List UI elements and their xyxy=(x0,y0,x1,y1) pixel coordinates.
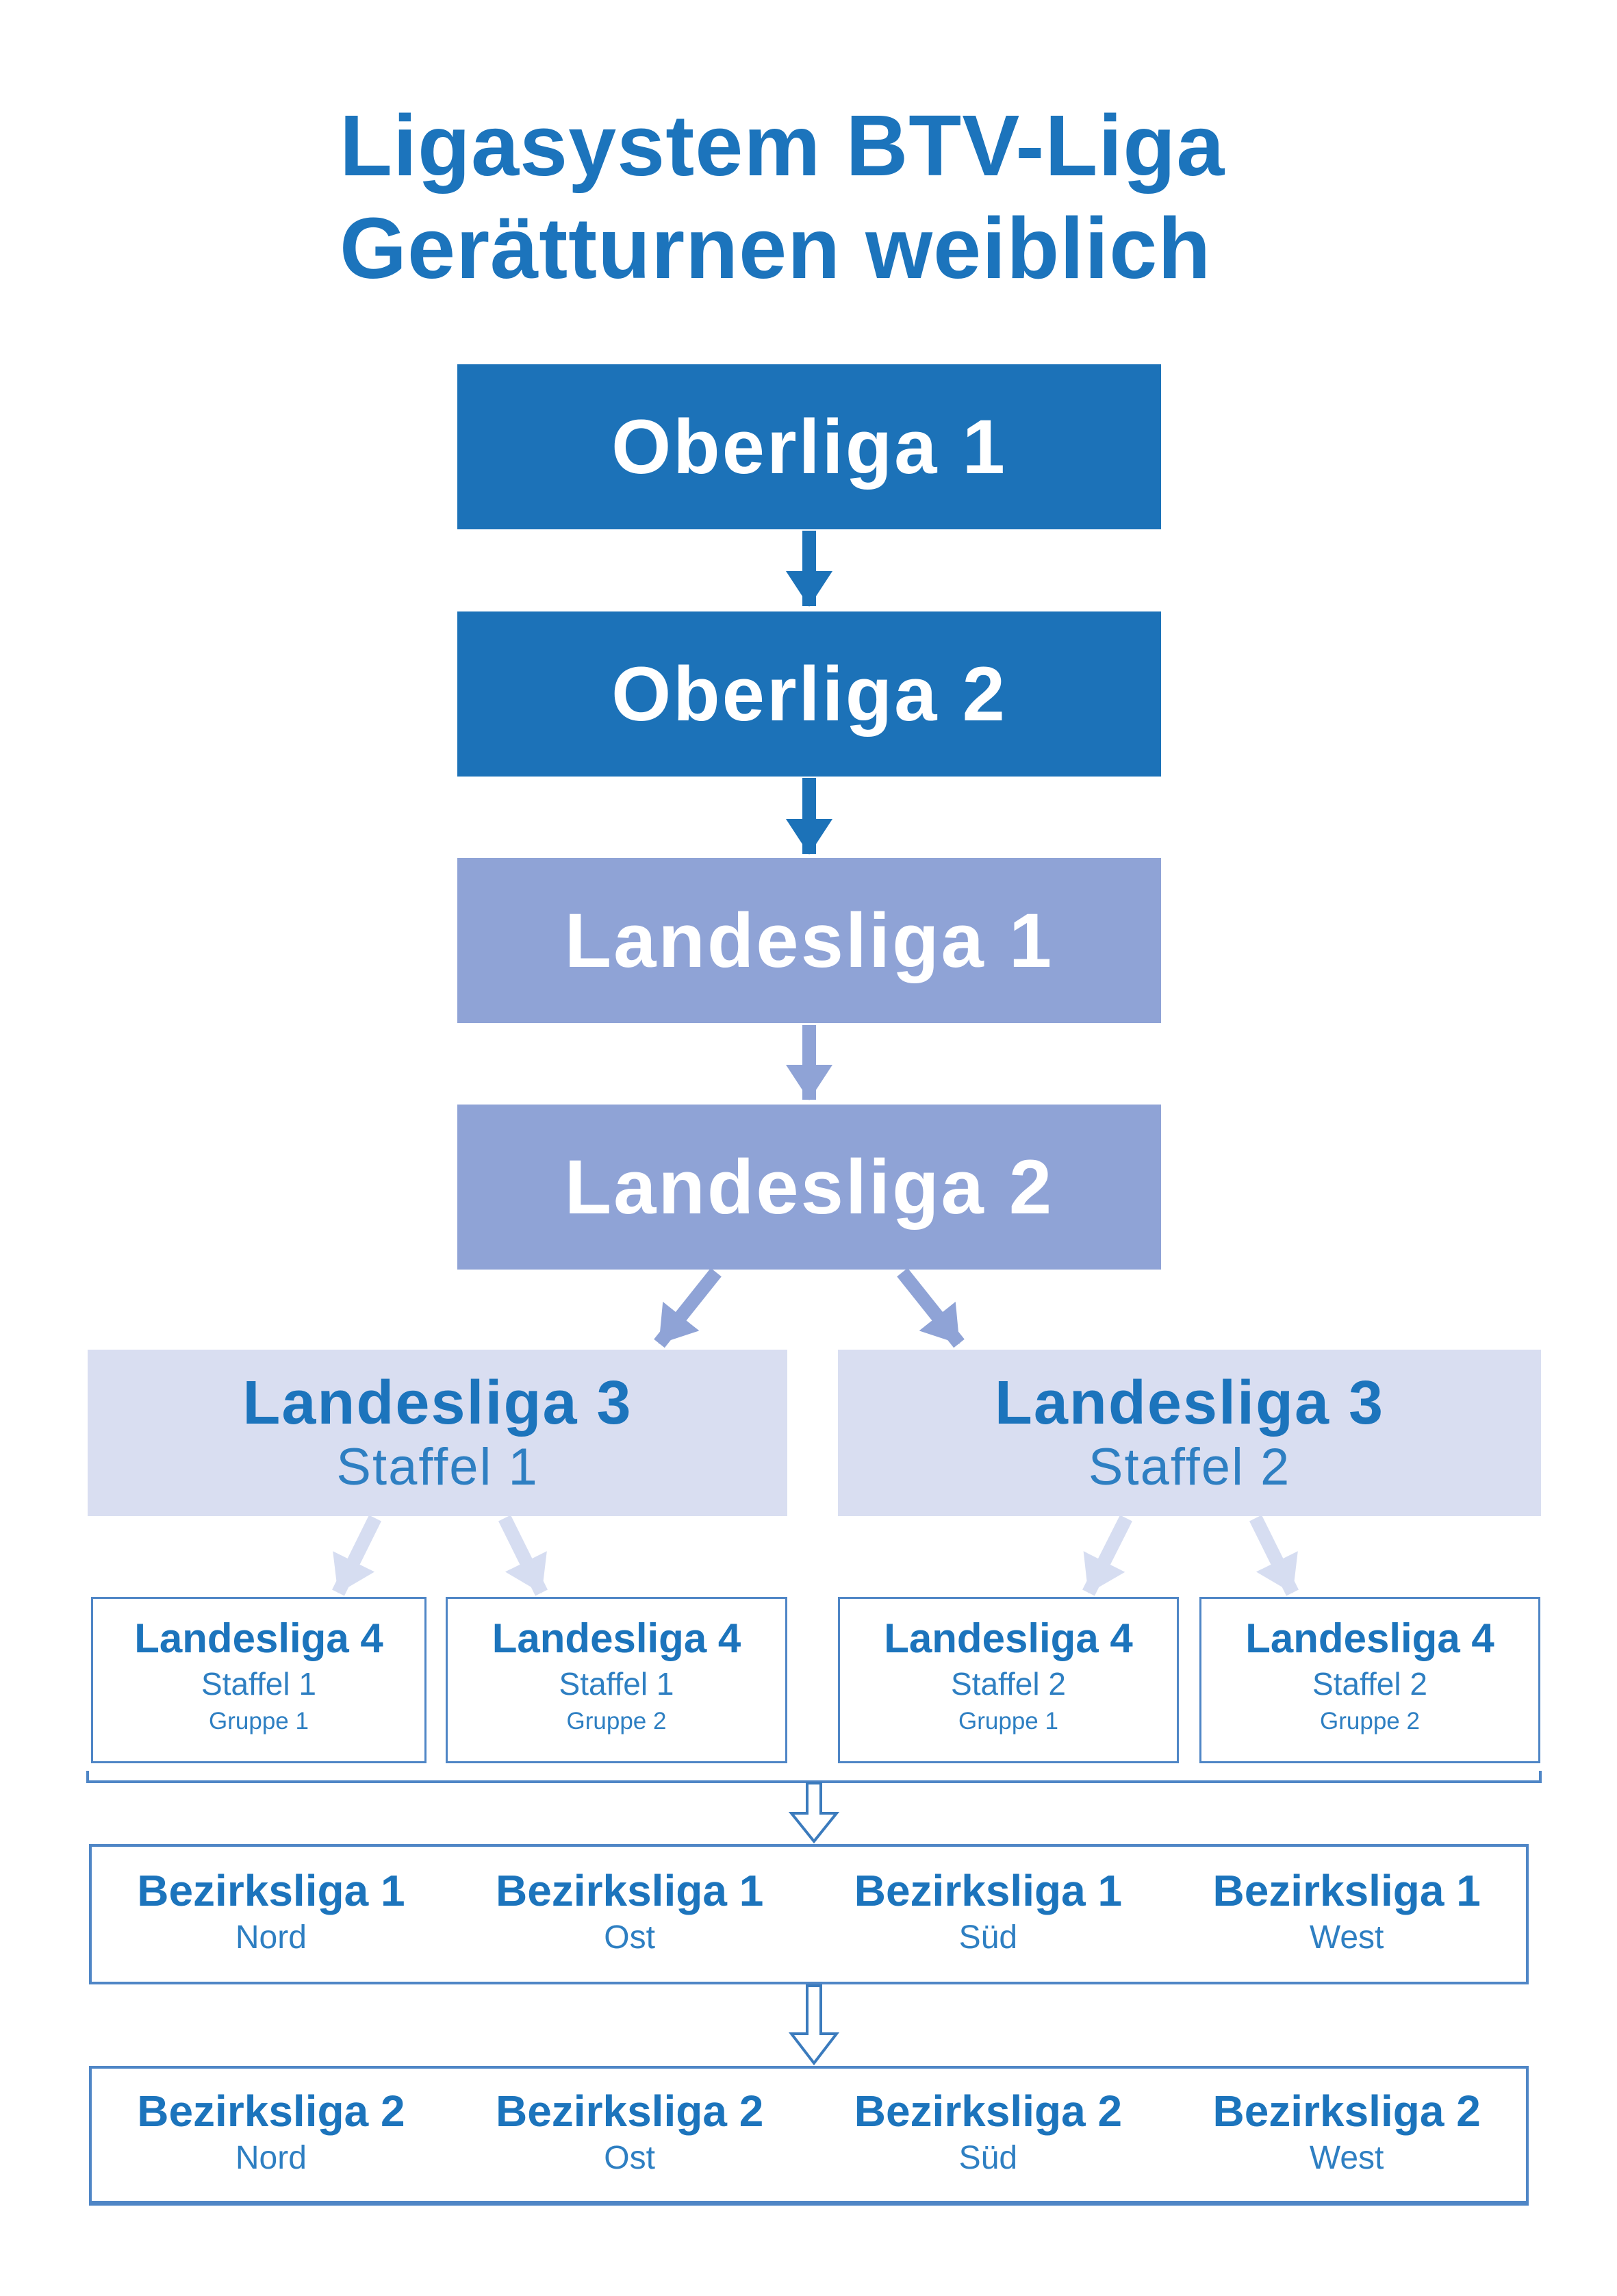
box-landesliga-3-staffel-2-subtitle: Staffel 2 xyxy=(1088,1437,1291,1496)
box-landesliga-4-s1-g1-gruppe: Gruppe 1 xyxy=(209,1708,309,1735)
page-title-line2: Gerätturnen weiblich xyxy=(340,200,1212,297)
arrow-landesliga2-to-landesliga3-staffel1 xyxy=(654,1267,722,1348)
hollow-arrow-to-bezirksliga2 xyxy=(788,1984,840,2066)
box-landesliga-4-s1-g2-title: Landesliga 4 xyxy=(492,1615,741,1662)
bezirksliga-1-sued: Bezirksliga 1 Süd xyxy=(809,1847,1168,1982)
bezirksliga-2-ost-title: Bezirksliga 2 xyxy=(495,2086,764,2136)
bezirksliga-2-nord-title: Bezirksliga 2 xyxy=(137,2086,405,2136)
bezirksliga-2-west: Bezirksliga 2 West xyxy=(1167,2069,1526,2201)
box-landesliga-3-staffel-2: Landesliga 3 Staffel 2 xyxy=(838,1350,1541,1516)
box-landesliga-4-s2-g1: Landesliga 4 Staffel 2 Gruppe 1 xyxy=(838,1597,1179,1763)
box-landesliga-4-s2-g2: Landesliga 4 Staffel 2 Gruppe 2 xyxy=(1199,1597,1540,1763)
bezirksliga-2-nord: Bezirksliga 2 Nord xyxy=(92,2069,450,2201)
page-title-line1: Ligasystem BTV-Liga xyxy=(340,97,1225,194)
arrow-landesliga2-to-landesliga3-staffel2 xyxy=(897,1267,965,1348)
box-landesliga-4-s2-g2-gruppe: Gruppe 2 xyxy=(1320,1708,1420,1735)
box-landesliga-4-s2-g1-gruppe: Gruppe 1 xyxy=(958,1708,1058,1735)
box-landesliga-3-staffel-1: Landesliga 3 Staffel 1 xyxy=(88,1350,787,1516)
box-landesliga-4-s2-g2-title: Landesliga 4 xyxy=(1245,1615,1494,1662)
bezirksliga-1-nord: Bezirksliga 1 Nord xyxy=(92,1847,450,1982)
box-landesliga-2: Landesliga 2 xyxy=(457,1105,1161,1270)
bezirksliga-2-sued: Bezirksliga 2 Süd xyxy=(809,2069,1168,2201)
box-landesliga-2-label: Landesliga 2 xyxy=(564,1144,1054,1230)
bezirksliga-1-nord-title: Bezirksliga 1 xyxy=(137,1866,405,1916)
box-landesliga-1: Landesliga 1 xyxy=(457,858,1161,1023)
box-landesliga-3-staffel-1-title: Landesliga 3 xyxy=(242,1369,633,1438)
bezirksliga-2-sued-title: Bezirksliga 2 xyxy=(854,2086,1123,2136)
bezirksliga-1-sued-title: Bezirksliga 1 xyxy=(854,1866,1123,1916)
bezirksliga-1-ost-region: Ost xyxy=(604,1919,655,1956)
box-oberliga-2-label: Oberliga 2 xyxy=(611,651,1007,737)
arrow-landesliga3s1-to-landesliga4-gruppe1 xyxy=(332,1515,381,1596)
box-landesliga-4-s2-g2-staffel: Staffel 2 xyxy=(1312,1666,1427,1702)
bezirksliga-2-sued-region: Süd xyxy=(958,2139,1018,2176)
box-landesliga-4-s1-g1: Landesliga 4 Staffel 1 Gruppe 1 xyxy=(91,1597,426,1763)
box-landesliga-4-s1-g2: Landesliga 4 Staffel 1 Gruppe 2 xyxy=(446,1597,787,1763)
box-bezirksliga-2: Bezirksliga 2 Nord Bezirksliga 2 Ost Bez… xyxy=(89,2066,1529,2206)
box-landesliga-4-s2-g1-staffel: Staffel 2 xyxy=(951,1666,1066,1702)
box-landesliga-4-s1-g2-gruppe: Gruppe 2 xyxy=(566,1708,667,1735)
bezirksliga-1-ost-title: Bezirksliga 1 xyxy=(495,1866,764,1916)
box-oberliga-2: Oberliga 2 xyxy=(457,611,1161,777)
bezirksliga-2-west-region: West xyxy=(1309,2139,1384,2176)
bezirksliga-1-ost: Bezirksliga 1 Ost xyxy=(450,1847,809,1982)
bezirksliga-1-sued-region: Süd xyxy=(958,1919,1018,1956)
box-landesliga-1-label: Landesliga 1 xyxy=(564,898,1054,983)
bezirksliga-1-west-title: Bezirksliga 1 xyxy=(1212,1866,1481,1916)
box-landesliga-3-staffel-1-subtitle: Staffel 1 xyxy=(336,1437,539,1496)
bezirksliga-1-west-region: West xyxy=(1309,1919,1384,1956)
bezirksliga-1-west: Bezirksliga 1 West xyxy=(1167,1847,1526,1982)
bezirksliga-1-nord-region: Nord xyxy=(235,1919,307,1956)
hollow-arrow-to-bezirksliga1 xyxy=(788,1782,840,1844)
page-title: Ligasystem BTV-Liga Gerätturnen weiblich xyxy=(340,94,1225,300)
arrow-landesliga3s2-to-landesliga4-gruppe1 xyxy=(1082,1515,1132,1596)
box-landesliga-4-s1-g1-staffel: Staffel 1 xyxy=(201,1666,316,1702)
bezirksliga-2-ost: Bezirksliga 2 Ost xyxy=(450,2069,809,2201)
arrow-landesliga3s1-to-landesliga4-gruppe2 xyxy=(498,1515,548,1596)
box-oberliga-1: Oberliga 1 xyxy=(457,364,1161,529)
box-landesliga-4-s1-g1-title: Landesliga 4 xyxy=(134,1615,383,1662)
arrow-landesliga3s2-to-landesliga4-gruppe2 xyxy=(1249,1515,1299,1596)
bezirksliga-2-ost-region: Ost xyxy=(604,2139,655,2176)
collector-bracket xyxy=(86,1771,1542,1783)
box-landesliga-4-s1-g2-staffel: Staffel 1 xyxy=(559,1666,674,1702)
box-bezirksliga-1: Bezirksliga 1 Nord Bezirksliga 1 Ost Bez… xyxy=(89,1844,1529,1984)
bezirksliga-2-west-title: Bezirksliga 2 xyxy=(1212,2086,1481,2136)
box-oberliga-1-label: Oberliga 1 xyxy=(611,404,1007,490)
bezirksliga-2-nord-region: Nord xyxy=(235,2139,307,2176)
box-landesliga-3-staffel-2-title: Landesliga 3 xyxy=(994,1369,1385,1438)
box-landesliga-4-s2-g1-title: Landesliga 4 xyxy=(884,1615,1133,1662)
